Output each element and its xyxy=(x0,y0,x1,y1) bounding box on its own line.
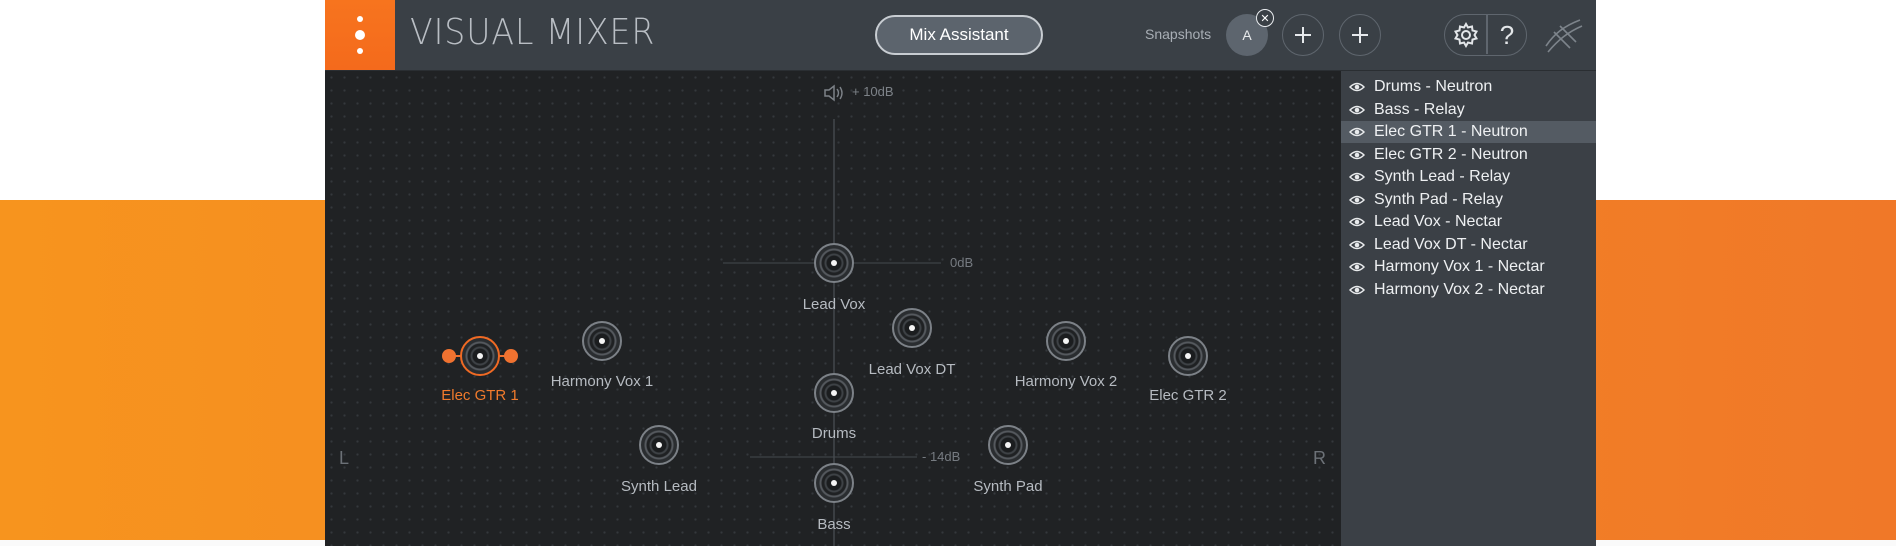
volume-speaker-icon xyxy=(824,84,843,102)
node-label-synth-lead: Synth Lead xyxy=(621,478,697,495)
eye-icon[interactable] xyxy=(1349,216,1365,228)
track-list-item[interactable]: Lead Vox - Nectar xyxy=(1341,211,1596,233)
node-label-lead-vox: Lead Vox xyxy=(802,296,866,313)
eye-icon[interactable] xyxy=(1349,194,1365,206)
node-drums[interactable] xyxy=(814,373,854,413)
track-list-item[interactable]: Synth Lead - Relay xyxy=(1341,166,1596,188)
help-button[interactable]: ? xyxy=(1499,19,1515,50)
track-list-item[interactable]: Synth Pad - Relay xyxy=(1341,189,1596,211)
node-lead-vox[interactable] xyxy=(814,243,854,283)
plus-icon xyxy=(1295,27,1311,43)
settings-help-group: ? xyxy=(1444,14,1527,56)
node-elec-gtr-2[interactable] xyxy=(1168,336,1208,376)
node-label-drums: Drums xyxy=(811,425,857,442)
track-list-label: Lead Vox DT - Nectar xyxy=(1374,236,1528,253)
track-list-item[interactable]: Elec GTR 2 - Neutron xyxy=(1341,144,1596,166)
menu-dot-icon xyxy=(357,48,363,54)
mix-assistant-button[interactable]: Mix Assistant xyxy=(875,15,1043,55)
track-list-item[interactable]: Lead Vox DT - Nectar xyxy=(1341,234,1596,256)
track-list-label: Bass - Relay xyxy=(1374,101,1465,118)
node-label-lead-vox-dt: Lead Vox DT xyxy=(868,361,956,378)
snapshots-label: Snapshots xyxy=(1145,26,1212,42)
menu-dot-icon xyxy=(355,30,365,40)
menu-dot-icon xyxy=(357,16,363,22)
node-center xyxy=(599,338,605,344)
header-bar: VISUAL MIXER Mix Assistant Snapshots A ✕ xyxy=(325,0,1596,71)
node-center xyxy=(1185,353,1191,359)
add-snapshot-b-button[interactable] xyxy=(1339,14,1381,56)
node-label-elec-gtr-2: Elec GTR 2 xyxy=(1149,387,1227,404)
track-list-label: Elec GTR 1 - Neutron xyxy=(1374,123,1528,140)
main-menu-button[interactable] xyxy=(325,0,395,70)
track-list-item[interactable]: Harmony Vox 1 - Nectar xyxy=(1341,256,1596,278)
track-list-label: Elec GTR 2 - Neutron xyxy=(1374,146,1528,163)
track-list-label: Lead Vox - Nectar xyxy=(1374,213,1503,230)
eye-icon[interactable] xyxy=(1349,126,1365,138)
node-harmony-vox-1[interactable] xyxy=(582,321,622,361)
eye-icon[interactable] xyxy=(1349,149,1365,161)
node-label-elec-gtr-1: Elec GTR 1 xyxy=(441,387,519,404)
node-center xyxy=(656,442,662,448)
node-bass[interactable] xyxy=(814,463,854,503)
node-ring xyxy=(988,425,1028,465)
track-list-label: Harmony Vox 2 - Nectar xyxy=(1374,281,1545,298)
app-title: VISUAL MIXER xyxy=(410,12,656,53)
minus-14db-label: - 14dB xyxy=(922,449,961,464)
node-synth-pad[interactable] xyxy=(988,425,1028,465)
node-harmony-vox-2[interactable] xyxy=(1046,321,1086,361)
track-list-label: Harmony Vox 1 - Nectar xyxy=(1374,258,1545,275)
track-list-item[interactable]: Drums - Neutron xyxy=(1341,76,1596,98)
add-snapshot-button[interactable] xyxy=(1282,14,1324,56)
node-center xyxy=(1005,442,1011,448)
elec-gtr-1-width-left-handle[interactable] xyxy=(442,349,456,363)
track-list-panel: Drums - Neutron Bass - Relay Elec GTR 1 … xyxy=(1341,71,1596,546)
track-list-item-selected[interactable]: Elec GTR 1 - Neutron xyxy=(1341,121,1596,143)
node-label-synth-pad: Synth Pad xyxy=(973,478,1043,495)
node-center xyxy=(831,480,837,486)
node-center xyxy=(1063,338,1069,344)
track-list-item[interactable]: Bass - Relay xyxy=(1341,99,1596,121)
plus-icon xyxy=(1352,27,1368,43)
node-center xyxy=(477,353,483,359)
pan-right-label: R xyxy=(1313,448,1326,468)
eye-icon[interactable] xyxy=(1349,261,1365,273)
node-lead-vox-dt[interactable] xyxy=(892,308,932,348)
node-synth-lead[interactable] xyxy=(639,425,679,465)
track-list-label: Synth Lead - Relay xyxy=(1374,168,1511,185)
eye-icon[interactable] xyxy=(1349,239,1365,251)
mixer-stage[interactable]: + 10dB 0dB - 14dB L R Lead Vox Harmony V… xyxy=(325,71,1340,546)
eye-icon[interactable] xyxy=(1349,81,1365,93)
eye-icon[interactable] xyxy=(1349,104,1365,116)
node-label-harmony-vox-1: Harmony Vox 1 xyxy=(550,373,654,390)
track-list-item[interactable]: Harmony Vox 2 - Nectar xyxy=(1341,279,1596,301)
divider xyxy=(1486,15,1488,54)
volume-max-label: + 10dB xyxy=(852,84,894,99)
zero-db-label: 0dB xyxy=(950,255,974,270)
snapshot-close-icon[interactable]: ✕ xyxy=(1256,9,1274,27)
node-elec-gtr-1[interactable] xyxy=(460,336,500,376)
node-label-bass: Bass xyxy=(817,516,851,533)
gear-icon[interactable] xyxy=(1453,22,1479,48)
track-list-label: Drums - Neutron xyxy=(1374,78,1493,95)
track-list-label: Synth Pad - Relay xyxy=(1374,191,1503,208)
node-ring xyxy=(814,373,854,413)
visual-mixer-window: VISUAL MIXER Mix Assistant Snapshots A ✕ xyxy=(325,0,1596,546)
node-center xyxy=(831,260,837,266)
eye-icon[interactable] xyxy=(1349,171,1365,183)
node-center xyxy=(831,390,837,396)
eye-icon[interactable] xyxy=(1349,284,1365,296)
izotope-logo-icon xyxy=(1545,19,1583,53)
node-label-harmony-vox-2: Harmony Vox 2 xyxy=(1014,373,1118,390)
pan-left-label: L xyxy=(339,448,350,468)
node-center xyxy=(909,325,915,331)
elec-gtr-1-width-right-handle[interactable] xyxy=(504,349,518,363)
